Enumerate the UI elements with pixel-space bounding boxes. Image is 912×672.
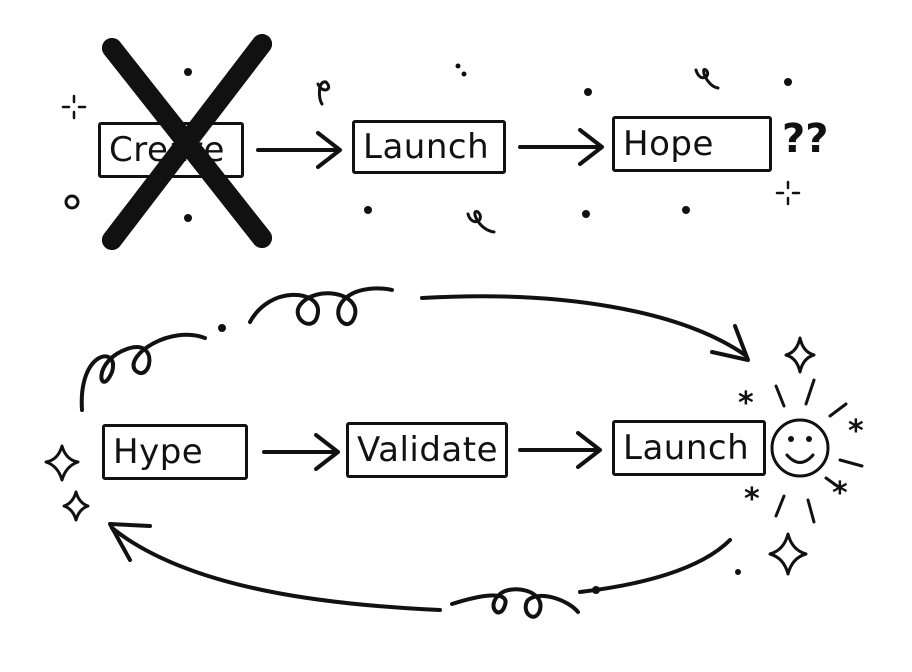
loop-squiggle-top [248,286,394,327]
happy-face-icon [770,418,830,478]
loop-squiggle-bottom [450,587,580,619]
sparkle-icon [784,336,816,374]
dash-sparkle [61,94,801,206]
step-box-launch-top: Launch [352,120,506,174]
sparkle-icon [768,532,808,576]
loop-squiggle-left [79,332,207,412]
arrow-validate-to-launch [518,431,602,469]
step-label-launch: Launch [363,127,490,167]
cycle-arrow-top [420,294,750,362]
step-box-create: Create [98,122,244,178]
curl-doodle [316,80,331,106]
step-label-launch: Launch [623,428,750,468]
step-label-hope: Hope [623,124,714,164]
asterisk-icon: * [848,414,864,449]
sparkle-icon [62,490,90,522]
sun-rays [774,378,864,524]
arrow-hype-to-validate [262,433,340,471]
cycle-arrow-bottom [108,522,732,612]
asterisk-icon: * [738,386,754,421]
curl-doodle [466,210,496,234]
question-marks: ?? [782,116,829,162]
step-box-hope: Hope [612,116,772,172]
step-box-validate: Validate [346,422,508,478]
arrow-create-to-launch [256,131,342,169]
asterisk-icon: * [832,476,848,511]
decor-ring [64,194,80,210]
asterisk-icon: * [744,482,760,517]
step-box-hype: Hype [102,424,248,480]
step-label-validate: Validate [357,430,499,470]
curl-doodle [694,68,720,90]
step-label-hype: Hype [113,432,204,472]
step-label-create: Create [109,130,225,170]
arrow-launch-to-hope [518,128,604,166]
step-box-launch-bottom: Launch [612,420,766,476]
sparkle-icon [44,444,80,482]
